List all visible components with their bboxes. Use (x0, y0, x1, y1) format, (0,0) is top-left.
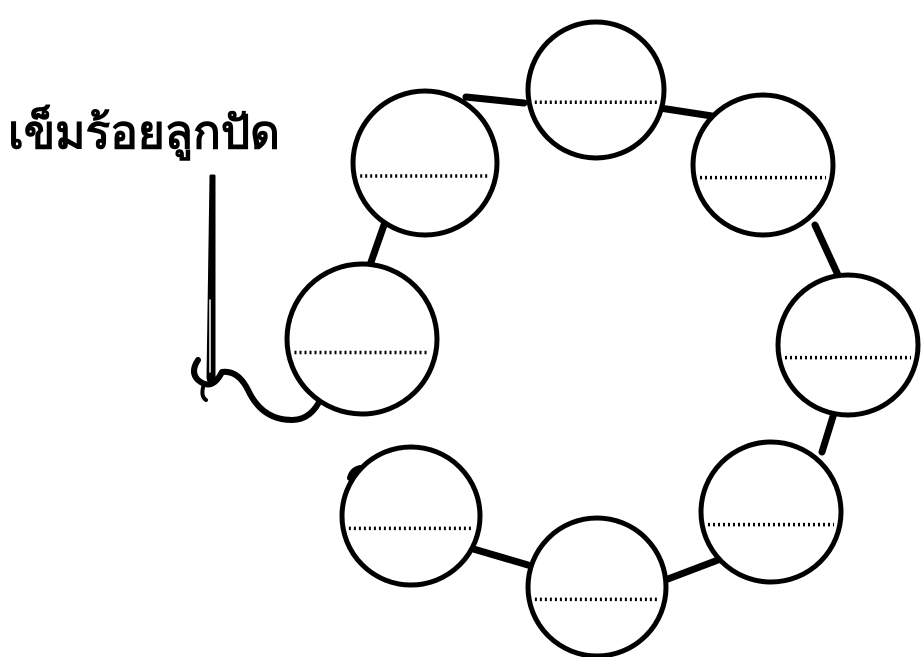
title-label: เข็มร้อยลูกปัด (8, 104, 280, 161)
string-segment (811, 221, 842, 279)
bead-upper-left (350, 88, 500, 238)
bead-left (284, 261, 440, 417)
bead-upper-right (690, 92, 836, 238)
string-segment (656, 556, 722, 586)
string-segment (462, 93, 528, 107)
needle-icon (191, 174, 325, 423)
string-segment (366, 221, 388, 269)
bead-circle (690, 92, 836, 238)
string-segment (818, 406, 839, 456)
string (347, 93, 842, 586)
bead-circle (339, 444, 483, 588)
bead-circle (350, 88, 500, 238)
string-segment (656, 104, 716, 120)
bead-right (775, 272, 921, 418)
bead-circle (525, 515, 669, 657)
bead-circle (698, 439, 844, 585)
bead-bottom (525, 515, 669, 657)
bead-lower-right (698, 439, 844, 585)
bead-top (525, 19, 667, 161)
string-segment (466, 544, 532, 569)
bead-circle (525, 19, 667, 161)
beads (284, 19, 921, 657)
bead-circle (284, 261, 440, 417)
bead-circle (775, 272, 921, 418)
bead-lower-left (339, 444, 483, 588)
